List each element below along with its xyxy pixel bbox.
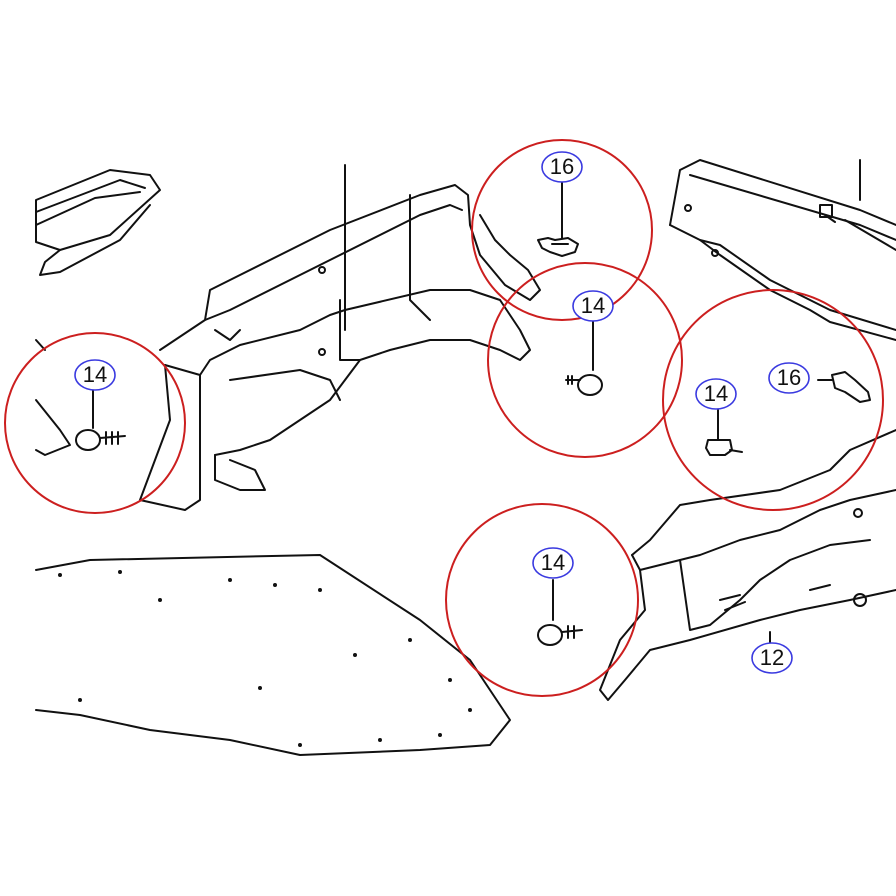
trunk-side-lining: [139, 164, 541, 511]
highlight-ring-upper: [471, 139, 653, 321]
trunk-floor-mat: [35, 554, 511, 756]
callout-label-c6: 14: [541, 550, 565, 575]
clip-16-right: [817, 371, 871, 403]
callout-label-c4: 14: [704, 381, 728, 406]
rear-shelf: [669, 159, 896, 341]
highlight-ring-center: [487, 262, 683, 458]
callout-label-c5: 16: [777, 365, 801, 390]
callout-label-c1: 14: [83, 362, 107, 387]
callout-bubble-c6: [532, 547, 574, 579]
highlight-ring-left: [4, 332, 186, 514]
callout-bubble-c2: [541, 151, 583, 183]
side-lining-12: [599, 429, 896, 701]
left-clip-piece: [35, 339, 71, 456]
tray-part-top-left: [35, 169, 161, 276]
screw-14-center: [565, 319, 603, 396]
callout-bubble-c4: [695, 378, 737, 410]
screw-14-lower: [537, 579, 583, 646]
callout-label-c3: 14: [581, 293, 605, 318]
callout-bubble-c5: [768, 362, 810, 394]
highlight-ring-lower: [445, 503, 639, 697]
callout-bubble-c7: [751, 642, 793, 674]
clip-16-upper: [537, 179, 579, 257]
screw-14-right: [705, 409, 743, 456]
callout-label-c2: 16: [550, 154, 574, 179]
callout-label-c7: 12: [760, 645, 784, 670]
screw-14-left: [75, 389, 126, 451]
callout-bubble-c1: [74, 359, 116, 391]
callout-bubble-c3: [572, 290, 614, 322]
highlight-ring-right: [662, 289, 884, 511]
